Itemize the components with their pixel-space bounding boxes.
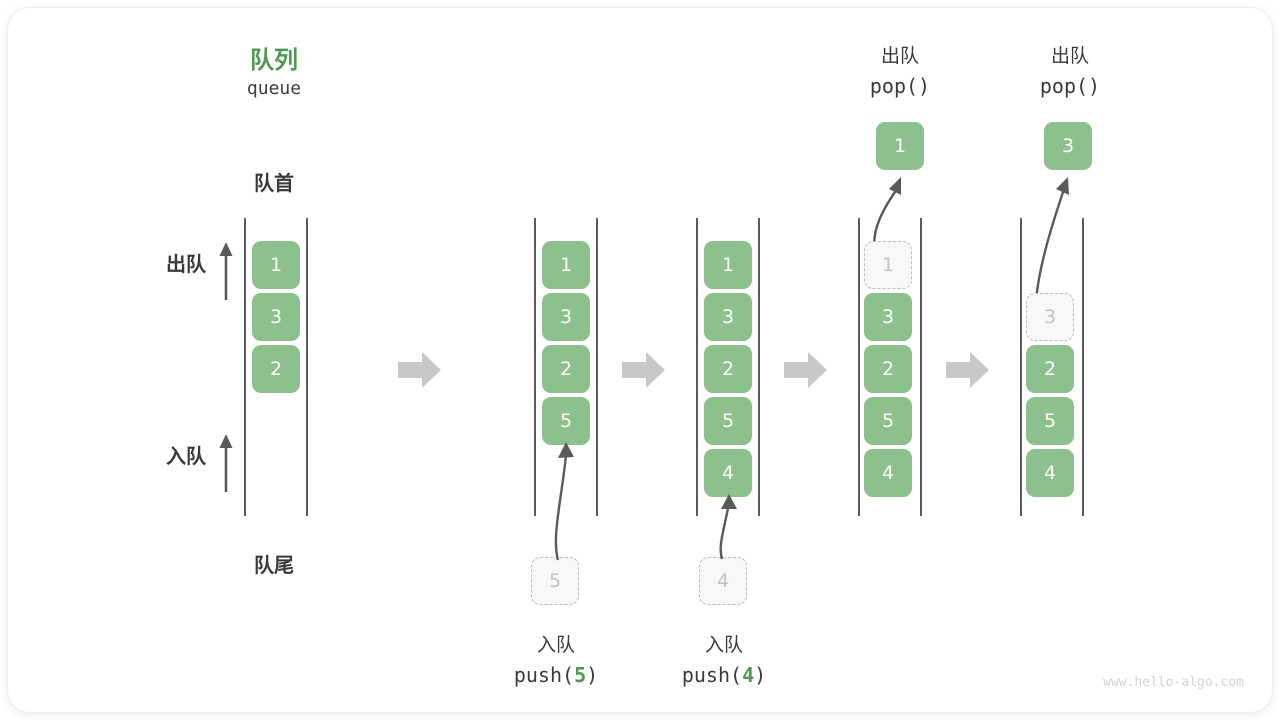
push-arrow-icon (696, 490, 766, 562)
pop-3-header-code: pop() (1039, 74, 1101, 98)
rear-label: 队尾 (254, 553, 294, 577)
queue-cell: 3 (252, 293, 300, 341)
step-separator-arrow-icon (946, 350, 990, 390)
diagram-title-cn: 队列 (250, 46, 298, 74)
push-4-caption-cn: 入队 (704, 634, 743, 656)
pop-1-header-cn: 出队 (880, 45, 919, 67)
enqueue-side-label: 入队 (166, 444, 206, 468)
rail-left (244, 218, 246, 516)
diagram-title-en: queue (246, 78, 302, 99)
step-separator-arrow-icon (784, 350, 828, 390)
queue-cell: 2 (1026, 345, 1074, 393)
rail-right (596, 218, 598, 516)
step-separator-arrow-icon (398, 350, 442, 390)
enqueue-up-arrow-icon (213, 432, 239, 494)
queue-cell: 5 (704, 397, 752, 445)
incoming-ghost-cell: 4 (699, 557, 747, 605)
push-5-code-pre: push( (513, 663, 575, 687)
pop-1-header-code: pop() (869, 74, 931, 98)
rail-left (696, 218, 698, 516)
push-5-caption-cn: 入队 (536, 634, 575, 656)
queue-cell: 3 (704, 293, 752, 341)
rail-left (1020, 218, 1022, 516)
queue-cell-new: 4 (704, 449, 752, 497)
rail-right (758, 218, 760, 516)
popped-cell: 1 (876, 122, 924, 170)
rail-right (920, 218, 922, 516)
push-5-caption-code: push(5) (486, 663, 626, 687)
push-4-code-post: ) (754, 663, 767, 687)
rail-left (534, 218, 536, 516)
queue-cell: 2 (704, 345, 752, 393)
push-5-code-arg: 5 (574, 663, 587, 687)
queue-cell: 1 (704, 241, 752, 289)
dequeue-up-arrow-icon (213, 240, 239, 302)
step-separator-arrow-icon (622, 350, 666, 390)
queue-cell: 3 (864, 293, 912, 341)
queue-cell: 5 (864, 397, 912, 445)
popped-ghost-cell: 1 (864, 241, 912, 289)
front-label: 队首 (254, 171, 294, 195)
push-arrow-icon (528, 438, 598, 563)
queue-cell: 3 (542, 293, 590, 341)
push-5-code-post: ) (586, 663, 599, 687)
queue-cell: 4 (1026, 449, 1074, 497)
queue-cell: 2 (252, 345, 300, 393)
queue-cell: 1 (542, 241, 590, 289)
popped-cell: 3 (1044, 122, 1092, 170)
queue-cell: 2 (864, 345, 912, 393)
queue-cell-new: 5 (542, 397, 590, 445)
queue-cell: 4 (864, 449, 912, 497)
queue-cell: 5 (1026, 397, 1074, 445)
rail-left (858, 218, 860, 516)
push-4-code-pre: push( (681, 663, 743, 687)
incoming-ghost-cell: 5 (531, 557, 579, 605)
pop-3-header-cn: 出队 (1050, 45, 1089, 67)
queue-cell: 1 (252, 241, 300, 289)
push-4-code-arg: 4 (742, 663, 755, 687)
rail-right (306, 218, 308, 516)
pop-arrow-icon (1018, 173, 1088, 305)
diagram-canvas: 队列 queue 队首 队尾 出队 入队 1 3 2 1 3 2 (8, 8, 1272, 712)
popped-ghost-cell: 3 (1026, 293, 1074, 341)
watermark: www.hello-algo.com (1103, 675, 1244, 690)
push-4-caption-code: push(4) (654, 663, 794, 687)
queue-cell: 2 (542, 345, 590, 393)
rail-right (1082, 218, 1084, 516)
dequeue-side-label: 出队 (166, 252, 206, 276)
